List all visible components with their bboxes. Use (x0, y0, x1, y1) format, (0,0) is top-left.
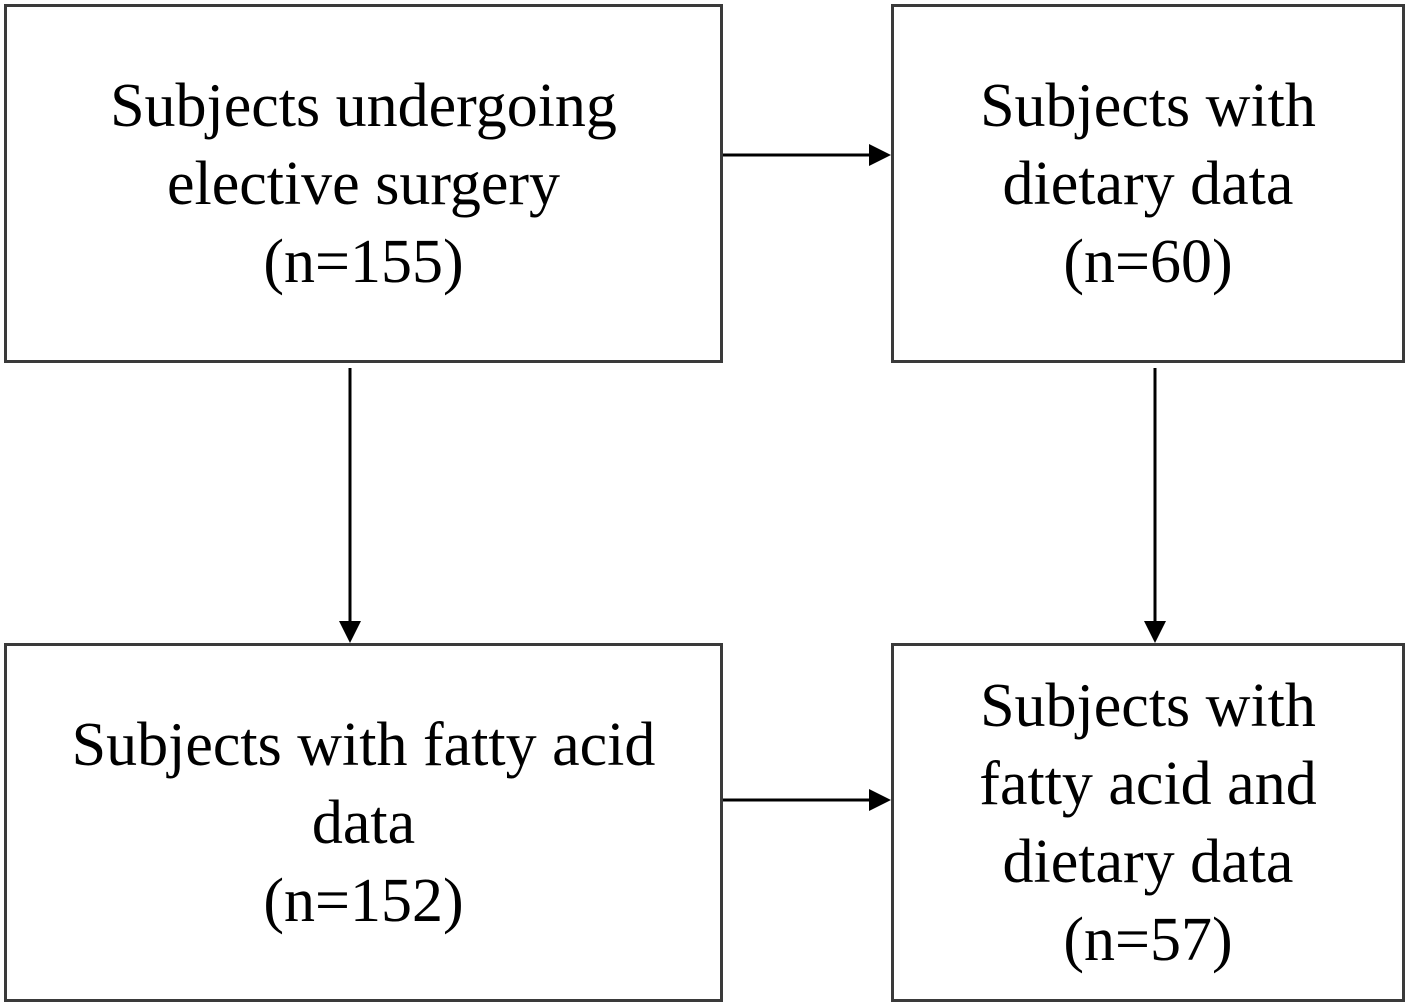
box-subjects-dietary-data: Subjects with dietary data (n=60) (891, 4, 1405, 363)
arrow-elective-to-fatty-acid (339, 368, 361, 643)
arrow-fatty-acid-to-combined (723, 789, 891, 811)
box-subjects-fatty-acid-data: Subjects with fatty acid data (n=152) (4, 643, 723, 1002)
box-label-fatty-acid-data: Subjects with fatty acid data (n=152) (71, 710, 656, 935)
box-subjects-elective-surgery: Subjects undergoing elective surgery (n=… (4, 4, 723, 363)
box-subjects-fatty-acid-and-dietary-data: Subjects with fatty acid and dietary dat… (891, 643, 1405, 1002)
box-label-elective-surgery: Subjects undergoing elective surgery (n=… (110, 71, 617, 296)
arrow-dietary-to-combined (1144, 368, 1166, 643)
box-label-dietary-data: Subjects with dietary data (n=60) (980, 71, 1316, 296)
box-label-fatty-acid-and-dietary-data: Subjects with fatty acid and dietary dat… (979, 671, 1317, 974)
arrow-elective-to-dietary (723, 144, 891, 166)
